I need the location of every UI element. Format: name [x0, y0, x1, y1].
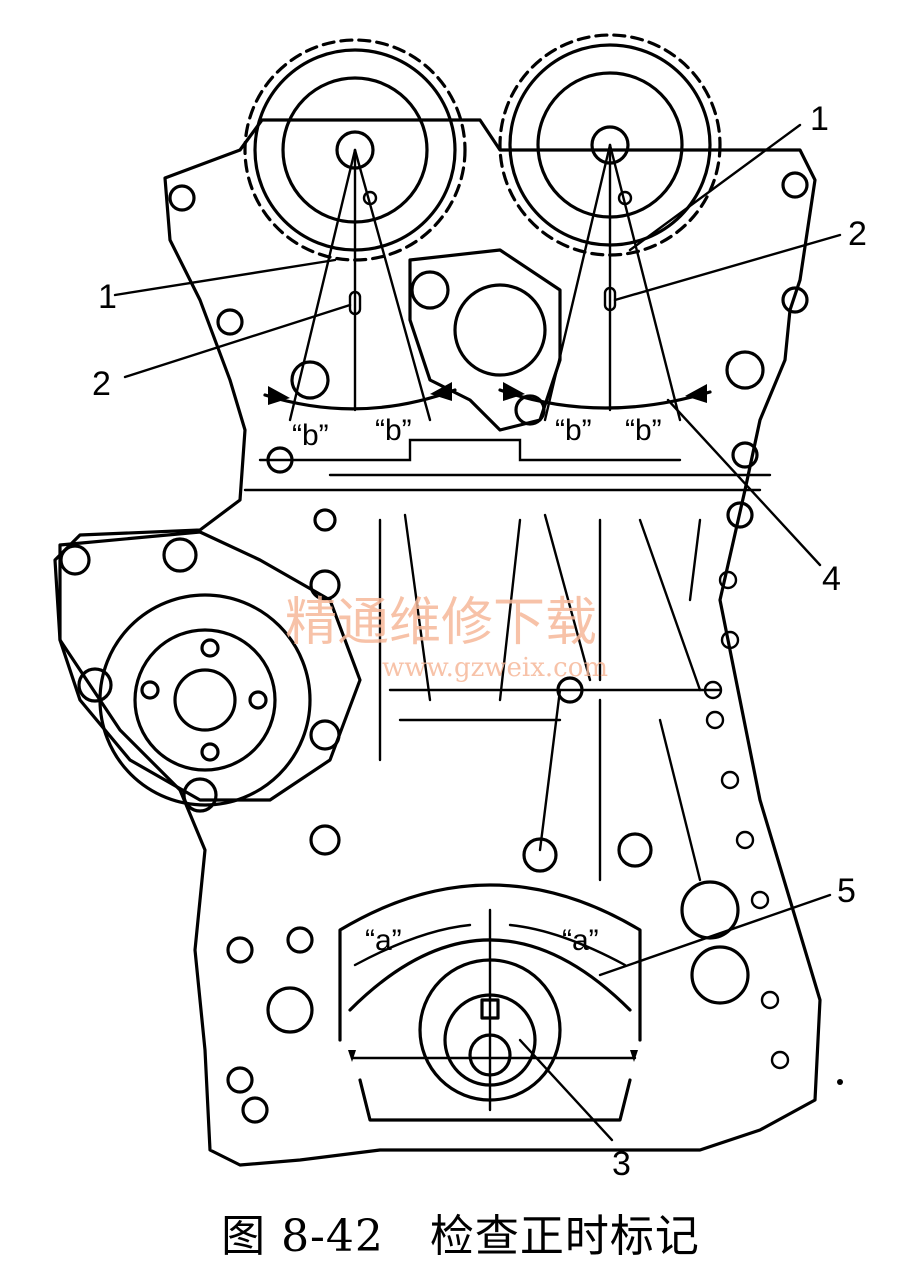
- mark-b-4: “b”: [625, 414, 662, 447]
- inner-rail: [258, 438, 682, 462]
- mark-b-2: “b”: [375, 414, 412, 447]
- right-cam-sprocket: [498, 33, 722, 422]
- stray-dot: [837, 1079, 843, 1085]
- mark-b-3: “b”: [555, 414, 592, 447]
- mark-a-left: “a”: [365, 924, 402, 957]
- cam-arc-left: [263, 388, 457, 411]
- figure-caption: 图 8-42 检查正时标记: [0, 1200, 921, 1264]
- callout-1-right: 1: [810, 100, 829, 138]
- callout-1-left: 1: [98, 278, 117, 316]
- watermark-url: www.gzweix.com: [382, 653, 608, 683]
- left-cam-sprocket: [243, 38, 467, 422]
- water-pump: [58, 508, 362, 813]
- callout-3: 3: [612, 1145, 631, 1183]
- callout-4: 4: [822, 560, 841, 598]
- crank-area: [338, 883, 642, 1122]
- arrow-right-1: [503, 382, 525, 401]
- bottom-bolt-holes: [226, 824, 341, 1124]
- mark-a-right: “a”: [562, 924, 599, 957]
- cam-arc-right: [498, 388, 712, 410]
- leader-lines: [113, 123, 842, 1142]
- figure-number: 图 8-42: [221, 1211, 384, 1262]
- arrow-right-2: [685, 384, 707, 403]
- mark-b-1: “b”: [292, 419, 329, 452]
- watermark-text: 精通维修下载: [285, 593, 597, 653]
- block-ribs: [378, 513, 722, 882]
- callout-2-left: 2: [92, 365, 111, 403]
- side-bolt-holes: [680, 570, 790, 1070]
- figure-title: 检查正时标记: [429, 1211, 700, 1262]
- callout-5: 5: [837, 872, 856, 910]
- engine-block-outline: [53, 118, 822, 1167]
- head-bolt-holes: [168, 171, 809, 529]
- arrow-left-1: [268, 386, 290, 405]
- tensioner-housing: [408, 248, 562, 432]
- callout-2-right: 2: [848, 215, 867, 253]
